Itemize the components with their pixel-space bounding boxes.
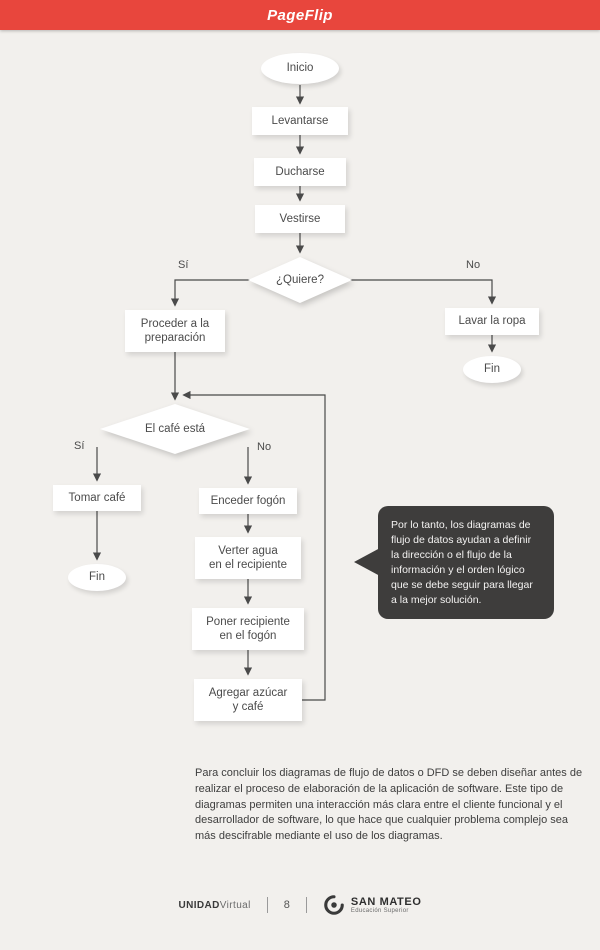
footer: UNIDADVirtual 8 SAN MATEO Educación Supe… [0,894,600,916]
node-quiere-label: ¿Quiere? [248,257,352,303]
brand-name: SAN MATEO [350,895,422,908]
virtual-label: Virtual [219,899,251,911]
node-fin-cafe: Fin [68,564,126,591]
footer-divider [305,897,307,913]
node-proceder-preparacion: Proceder a la preparación [125,310,225,352]
branch-label-quiere-si: Sí [178,259,189,271]
node-fin-ropa: Fin [463,356,521,383]
node-quiere-decision: ¿Quiere? [248,257,352,303]
page-number: 8 [283,899,290,911]
san-mateo-brand: SAN MATEO Educación Superior [323,894,422,916]
node-inicio: Inicio [261,53,339,84]
unidad-virtual-wordmark: UNIDADVirtual [179,900,251,911]
node-poner-recipiente: Poner recipiente en el fogón [192,608,304,650]
node-encender-fogon: Enceder fogón [199,488,297,514]
node-lavar-ropa: Lavar la ropa [445,308,539,335]
branch-label-cafe-no: No [257,441,272,453]
node-tomar-cafe: Tomar café [53,485,141,511]
brand-subtitle: Educación Superior [350,908,409,915]
brand-text: SAN MATEO Educación Superior [351,896,422,914]
conclusion-paragraph: Para concluir los diagramas de flujo de … [195,767,583,843]
arrow-quiere-si-proceder [170,279,250,307]
node-verter-agua: Verter agua en el recipiente [195,537,301,579]
san-mateo-logo-icon [324,895,344,915]
callout-text: Por lo tanto, los diagramas de flujo de … [391,519,533,606]
pageflip-title: PageFlip [267,6,333,24]
unidad-label: UNIDAD [178,899,220,911]
branch-label-cafe-si: Sí [74,440,85,452]
arrow-quiere-no-lavar [350,279,497,305]
branch-label-quiere-no: No [466,259,481,271]
node-vestirse: Vestirse [255,205,345,233]
node-levantarse: Levantarse [252,107,348,135]
node-agregar-azucar: Agregar azúcar y café [194,679,302,721]
callout-bubble: Por lo tanto, los diagramas de flujo de … [354,506,554,620]
node-cafe-esta-label: El café está [100,404,250,454]
node-ducharse: Ducharse [254,158,346,186]
footer-divider [266,897,268,913]
node-cafe-esta-decision: El café está [100,404,250,454]
pageflip-header-bar: PageFlip [0,0,600,30]
